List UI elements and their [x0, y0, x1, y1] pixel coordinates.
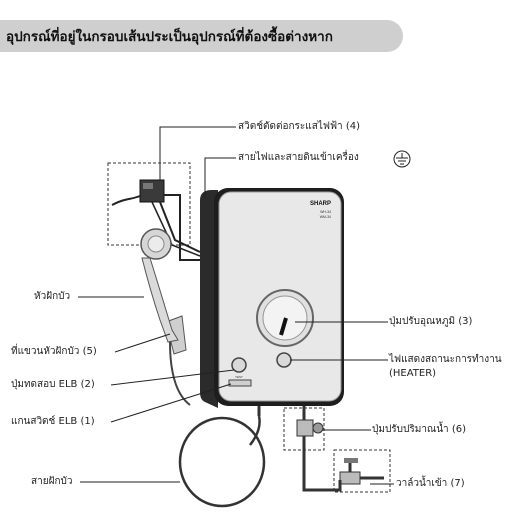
header-title: อุปกรณ์ที่อยู่ในกรอบเส้นประเป็นอุปกรณ์ที…: [6, 29, 333, 45]
hose-coil: [178, 416, 266, 508]
hose-connector: [249, 415, 261, 446]
label-inlet-valve: วาล์วน้ำเข้า (7): [396, 478, 465, 489]
inlet-valve-body: [339, 471, 361, 485]
device-model-2: WM-34: [320, 215, 331, 219]
label-shower-head: หัวฝักบัว: [34, 291, 71, 302]
label-hose: สายฝักบัว: [31, 476, 73, 487]
label-temp-knob: ปุ่มปรับอุณหภูมิ (3): [389, 316, 473, 327]
label-ground-wire: สายไฟและสายดินเข้าเครื่อง: [238, 152, 359, 163]
power-cable-2: [159, 201, 201, 253]
elb-lever: [228, 379, 252, 387]
leader-holder: [114, 333, 171, 353]
flow-knob: [312, 422, 324, 434]
device-brand: SHARP: [310, 201, 331, 207]
label-elb-lever: แกนสวิตช์ ELB (1): [11, 416, 95, 427]
label-holder: ที่แขวนหัวฝักบัว (5): [11, 346, 97, 357]
leader-elb-lever: [110, 383, 232, 423]
supply-cable: [111, 195, 141, 206]
label-elb-test: ปุ่มทดสอบ ELB (2): [11, 379, 95, 390]
ground-cable: [151, 201, 201, 257]
heater-indicator-lamp: [276, 352, 292, 368]
shower-handle: [141, 257, 179, 343]
header-banner: [0, 20, 403, 52]
label-breaker-switch: สวิตช์ตัดต่อกระแสไฟฟ้า (4): [238, 121, 360, 132]
power-cable-1: [164, 194, 200, 261]
breaker-switch-toggle: [143, 183, 153, 189]
flow-valve-body: [296, 419, 314, 437]
shower-head-face: [147, 235, 165, 253]
hose-upper: [169, 341, 191, 406]
ground-icon: [393, 150, 411, 168]
inlet-valve-handle: [344, 458, 358, 463]
label-heater-lamp-2: (HEATER): [389, 368, 437, 379]
device-button-caption: TEST: [235, 375, 243, 379]
temperature-knob-pointer: [279, 317, 288, 336]
dashed-box-inlet: [333, 449, 391, 493]
label-flow-knob: ปุ่มปรับปริมาณน้ำ (6): [372, 424, 467, 435]
heater-side-panel: [200, 190, 218, 408]
leader-breaker: [159, 126, 236, 180]
leader-elb-test: [110, 369, 235, 386]
label-heater-lamp-1: ไฟแสดงสถานะการทำงาน: [389, 354, 502, 365]
inlet-pipe-bottom: [302, 470, 342, 492]
device-model-1: WH-34: [320, 210, 331, 214]
elb-test-button: [231, 357, 247, 373]
leader-ground: [204, 157, 236, 198]
